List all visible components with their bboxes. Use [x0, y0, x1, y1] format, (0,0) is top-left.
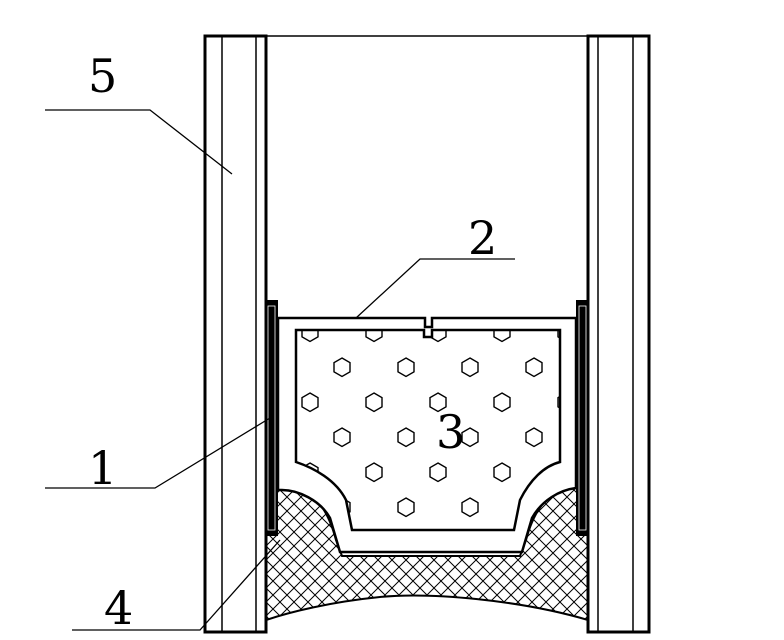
left-seal-strip — [266, 300, 278, 536]
leader-line-4 — [72, 539, 281, 631]
right-pipe-wall — [586, 34, 651, 634]
left-pipe-wall — [203, 34, 268, 634]
leader-line-2 — [355, 258, 515, 319]
callout-5: 5 — [88, 49, 117, 103]
leader-line-1 — [45, 417, 271, 489]
leader-lines — [45, 109, 515, 631]
callout-4: 4 — [104, 581, 133, 635]
right-seal-strip — [576, 300, 588, 536]
leader-line-5 — [45, 109, 233, 175]
callout-1: 1 — [88, 441, 117, 495]
callout-3: 3 — [436, 405, 465, 459]
callout-2: 2 — [468, 211, 497, 265]
inner-container — [294, 328, 562, 532]
